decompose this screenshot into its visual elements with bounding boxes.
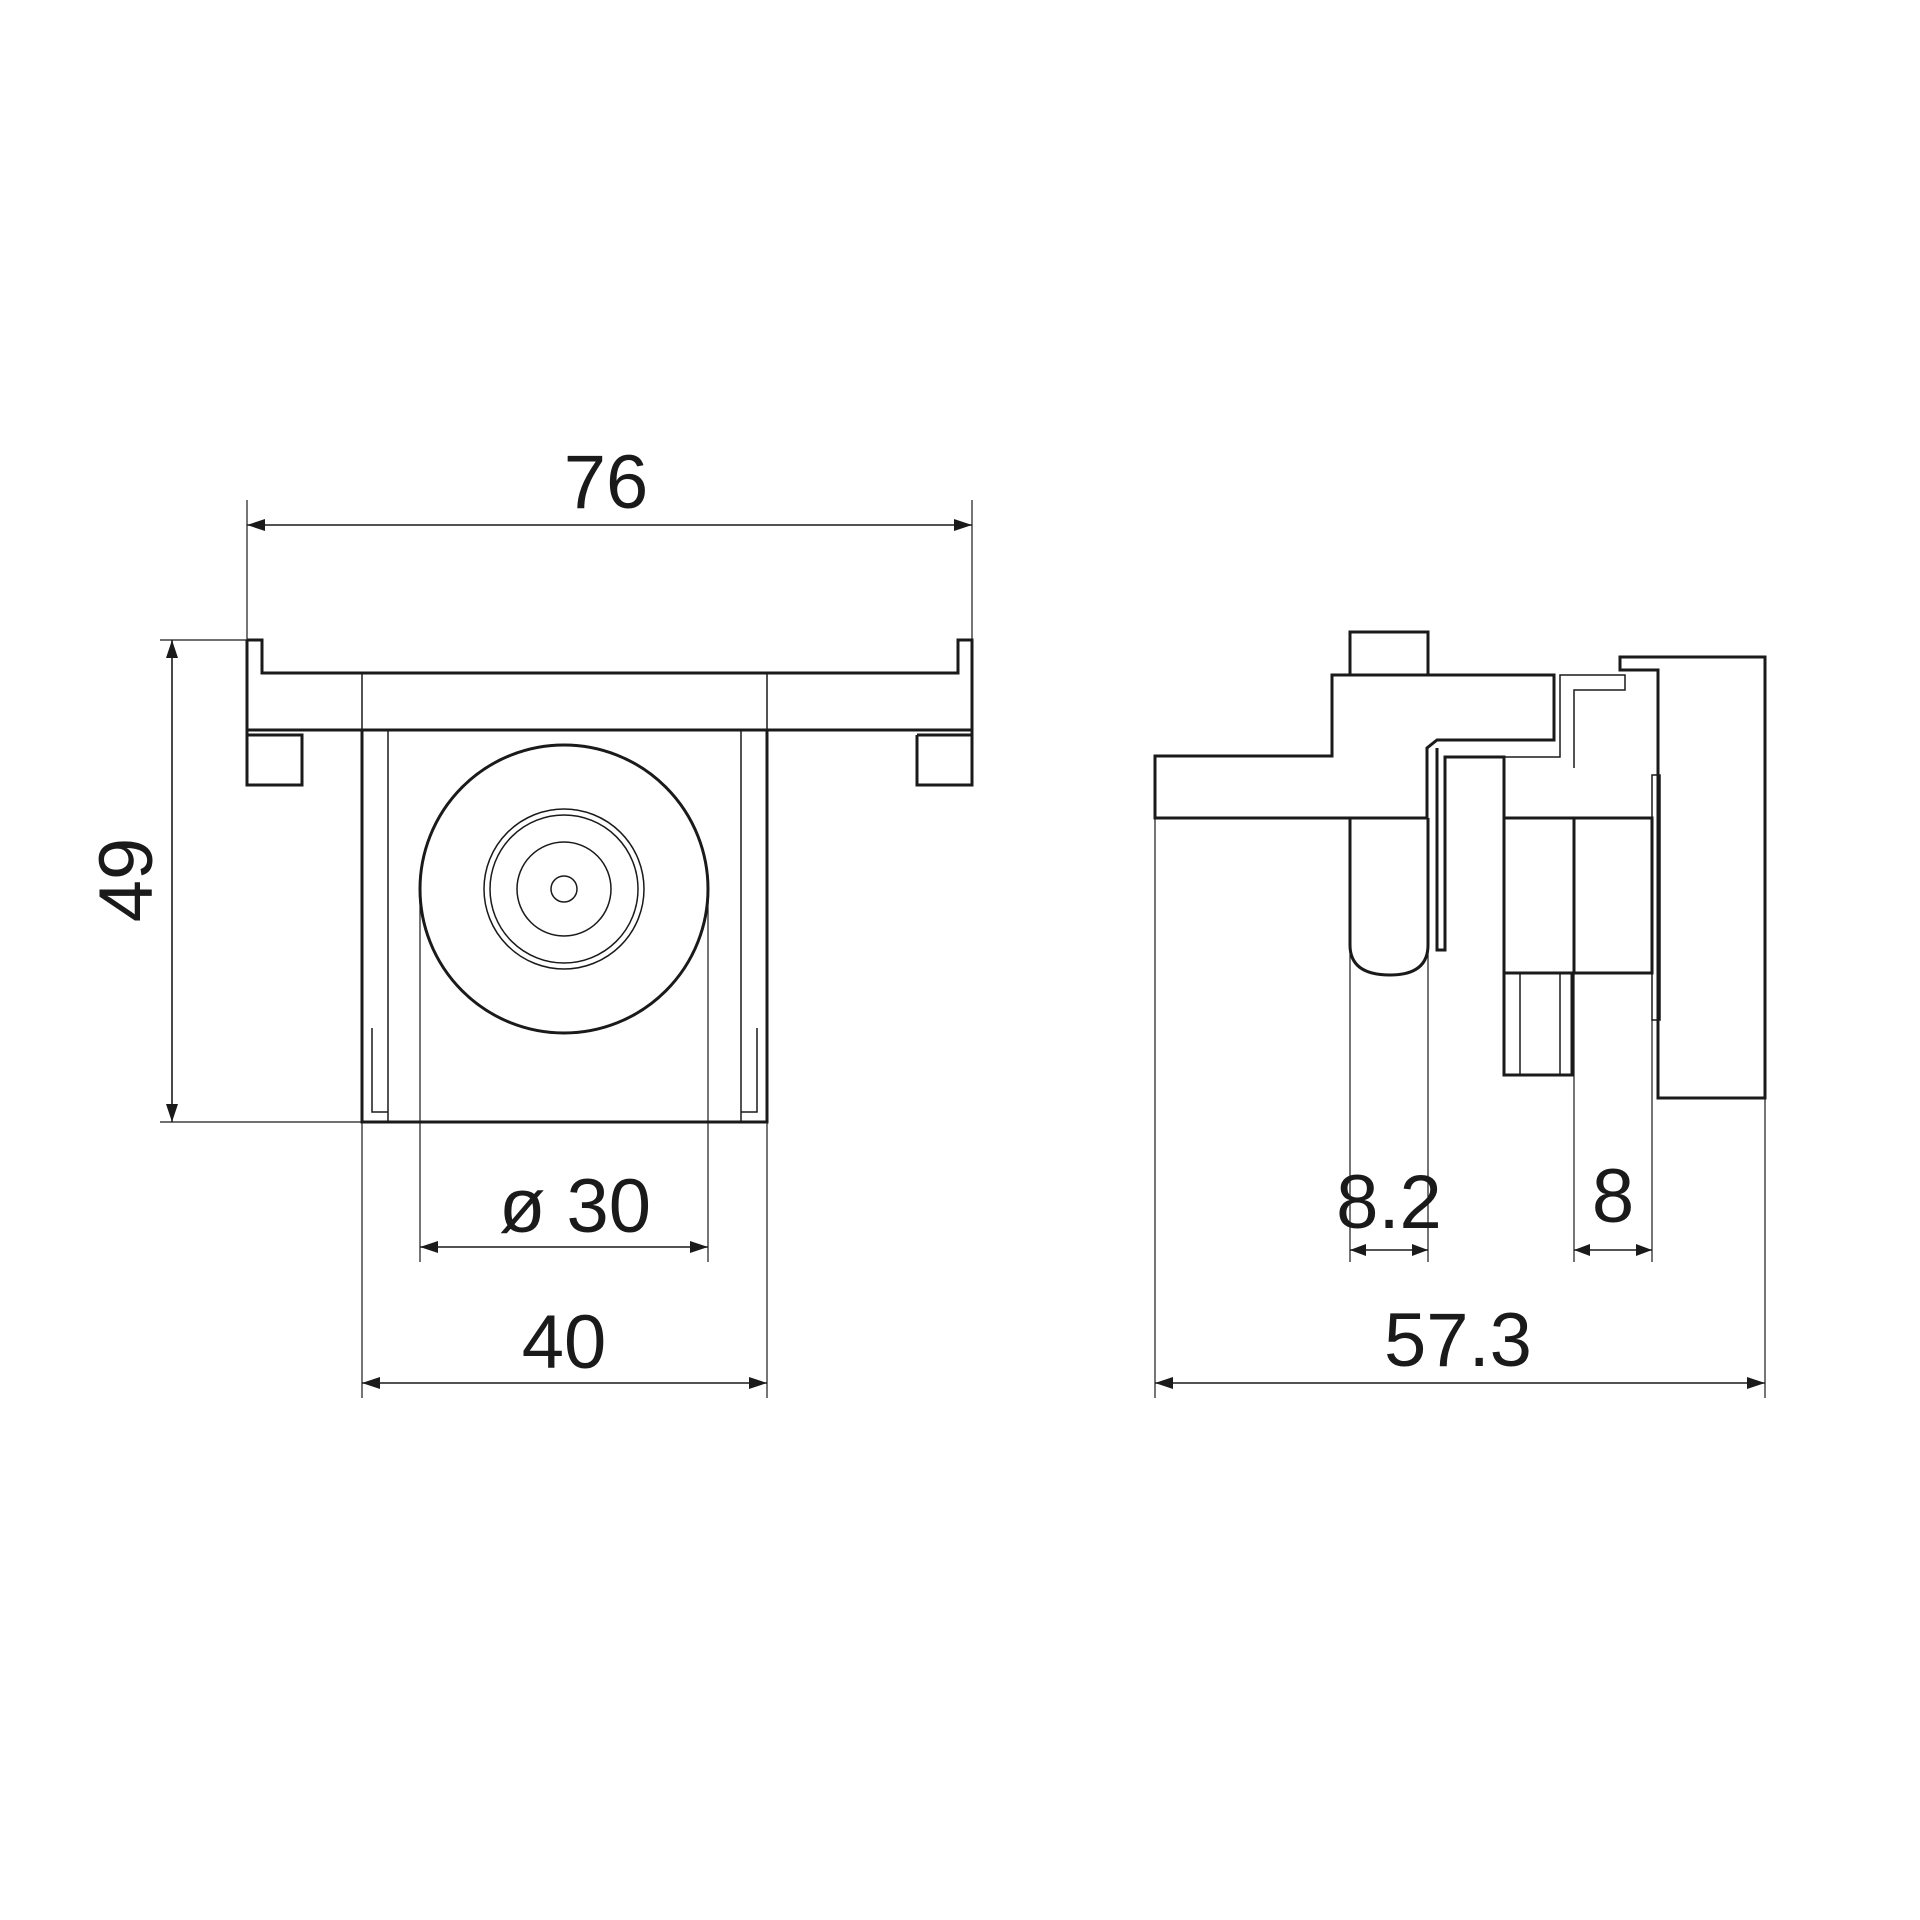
dim-overall-height-label: 49 — [84, 838, 169, 923]
side-pin — [1348, 818, 1430, 977]
dim-body-width: 40 — [361, 1122, 768, 1398]
front-body-band — [361, 673, 768, 730]
front-roller-hub-inner — [516, 841, 612, 937]
front-view — [245, 638, 974, 1124]
front-flange — [247, 671, 972, 732]
side-top-nub — [1348, 630, 1430, 677]
dim-overall-width: 76 — [246, 440, 973, 640]
dim-plate-gap-label: 8 — [1592, 1154, 1634, 1239]
dim-overall-depth-label: 57.3 — [1384, 1298, 1532, 1383]
front-body — [360, 728, 769, 1124]
front-top-plate — [245, 638, 974, 787]
dim-diameter: ø 30 — [419, 889, 709, 1262]
dim-overall-depth: 57.3 — [1154, 818, 1766, 1398]
dim-diameter-label: ø 30 — [499, 1164, 651, 1249]
dim-body-width-label: 40 — [522, 1300, 607, 1385]
side-roller-body — [1502, 816, 1654, 975]
dim-pin-width: 8.2 — [1336, 945, 1442, 1262]
dim-overall-height: 49 — [84, 639, 362, 1123]
front-roller-hub-outer — [483, 808, 645, 970]
front-roller-hub-mid — [489, 814, 639, 964]
side-bracket-step — [1504, 674, 1626, 768]
dim-pin-width-label: 8.2 — [1336, 1160, 1442, 1245]
side-lower-roller — [1502, 971, 1574, 1077]
dimensions: 76 49 ø 30 40 — [84, 440, 1766, 1398]
side-washer — [1651, 774, 1661, 1021]
front-inner-rails — [371, 730, 758, 1122]
side-back-plate — [1618, 655, 1767, 1100]
side-arm — [1153, 673, 1556, 820]
dim-overall-width-label: 76 — [564, 440, 649, 525]
side-view — [1153, 630, 1767, 1100]
front-roller-axle — [550, 875, 578, 903]
side-bracket — [1435, 748, 1506, 952]
dim-plate-gap: 8 — [1573, 973, 1653, 1262]
front-roller-outer — [418, 743, 710, 1035]
side-lower-roller-lines — [1519, 973, 1573, 1075]
